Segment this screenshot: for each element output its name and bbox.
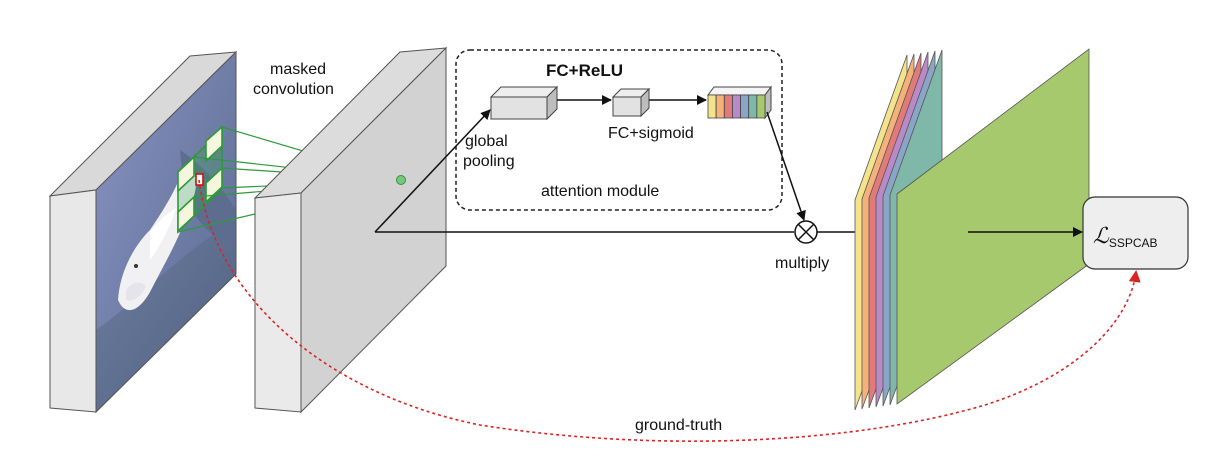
fc-relu-label: FC+ReLU <box>546 61 623 80</box>
channel-weight-bar <box>723 94 733 119</box>
attention-module-frame <box>455 49 783 211</box>
kernel-cell-top-left <box>177 155 195 193</box>
attention-module: FC+ReLU global pooling FC+sigmoid attent… <box>455 49 783 211</box>
input-photo-outline <box>95 50 237 414</box>
conv-block-face <box>300 46 447 414</box>
arrow-to-global-pooling <box>374 109 491 233</box>
receptive-point <box>396 175 406 185</box>
channel-weight-bar <box>740 94 750 119</box>
conv-block-front <box>254 192 302 413</box>
channel-weight-bar <box>732 94 741 119</box>
pooling-label-line2: pooling <box>463 153 515 170</box>
fc-sigmoid-label: FC+sigmoid <box>608 125 694 142</box>
global-label-line1: global <box>465 133 508 150</box>
input-image-block <box>48 50 238 414</box>
loss-label: ℒSSPCAB <box>1093 224 1158 250</box>
multiply-label: multiply <box>775 255 829 272</box>
channel-weights <box>707 85 772 120</box>
global-pooling-box <box>489 85 559 121</box>
arrow-weights-to-multiply <box>766 111 806 221</box>
attention-module-label: attention module <box>541 183 659 200</box>
channel-weight-bar <box>707 94 717 119</box>
loss-subscript: SSPCAB <box>1109 236 1158 250</box>
channel-weight-bar <box>756 94 766 119</box>
convolution-label-line2: convolution <box>253 81 334 98</box>
loss-symbol: ℒ <box>1093 224 1110 249</box>
fc-box <box>611 87 651 118</box>
input-block-front <box>49 189 97 413</box>
kernel-cell-bottom-left <box>177 195 195 233</box>
kernel-cell-top-right <box>205 125 223 163</box>
loss-box: ℒSSPCAB <box>1082 196 1189 270</box>
output-tensor <box>854 48 1090 411</box>
ground-truth-arrow <box>198 179 1141 442</box>
circle-times-icon <box>794 220 818 244</box>
kernel-center-masked <box>195 173 204 186</box>
conv-output-block <box>253 46 448 414</box>
channel-weight-bar <box>748 94 758 119</box>
masked-label-line1: masked <box>270 61 326 78</box>
channel-weight-bar <box>715 94 725 119</box>
ground-truth-label: ground-truth <box>635 417 722 434</box>
